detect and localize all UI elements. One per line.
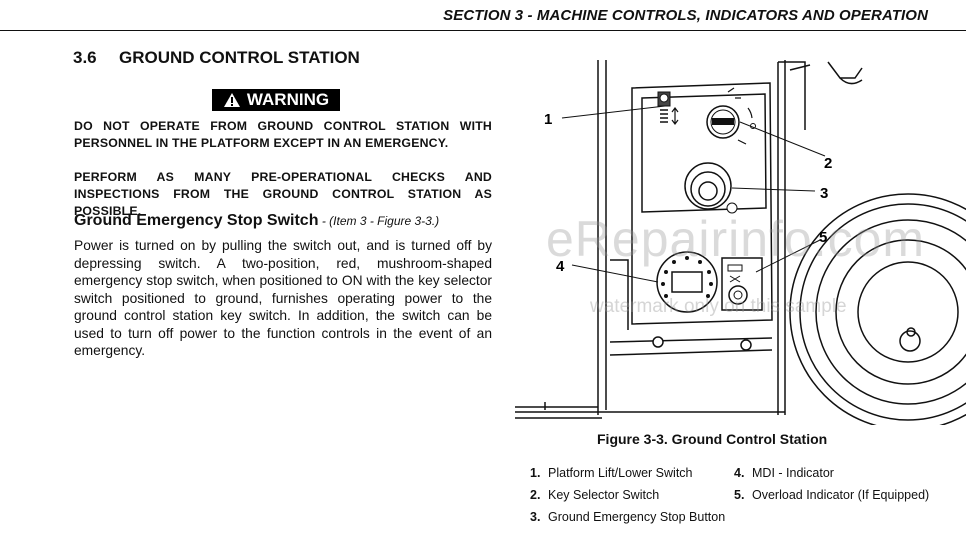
watermark-main: eRepairinfo.com — [546, 211, 926, 267]
warning-paragraph-1: DO NOT OPERATE FROM GROUND CONTROL STATI… — [74, 119, 492, 150]
subsection-heading: Ground Emergency Stop Switch - (Item 3 -… — [74, 212, 439, 230]
warning-paragraph-2: PERFORM AS MANY PRE-OPERATIONAL CHECKS A… — [74, 170, 492, 218]
callout-4: 4 — [556, 258, 565, 275]
body-paragraph: Power is turned on by pulling the switch… — [74, 238, 492, 358]
callout-1: 1 — [544, 111, 552, 128]
warning-triangle-icon — [223, 93, 240, 107]
header-rule — [0, 30, 966, 31]
warning-label: WARNING — [246, 90, 330, 109]
legend-item-3: 3.Ground Emergency Stop Button — [530, 510, 726, 524]
legend-item-1: 1.Platform Lift/Lower Switch — [530, 466, 693, 480]
subsection-title: Ground Emergency Stop Switch — [74, 212, 319, 229]
emergency-stop-button-icon — [684, 162, 738, 214]
watermark-sub: watermark only on this sample — [590, 296, 847, 317]
section-number: 3.6 — [73, 48, 97, 67]
callout-2: 2 — [824, 155, 832, 172]
legend-item-5: 5.Overload Indicator (If Equipped) — [734, 488, 930, 502]
legend-item-2: 2.Key Selector Switch — [530, 488, 660, 502]
key-selector-switch-icon — [706, 87, 756, 145]
section-title: GROUND CONTROL STATION — [119, 48, 360, 67]
ground-control-station-figure: 1 2 3 4 5 — [515, 60, 966, 425]
warning-badge: WARNING — [212, 89, 340, 111]
subsection-reference: - (Item 3 - Figure 3-3.) — [318, 214, 440, 228]
callout-5: 5 — [819, 229, 827, 246]
section-header: SECTION 3 - MACHINE CONTROLS, INDICATORS… — [443, 7, 928, 24]
overload-indicator-icon — [721, 257, 763, 311]
legend-item-4: 4.MDI - Indicator — [734, 466, 834, 480]
callout-3: 3 — [820, 185, 828, 202]
section-heading: 3.6 GROUND CONTROL STATION — [73, 48, 360, 68]
figure-caption: Figure 3-3. Ground Control Station — [597, 431, 828, 447]
